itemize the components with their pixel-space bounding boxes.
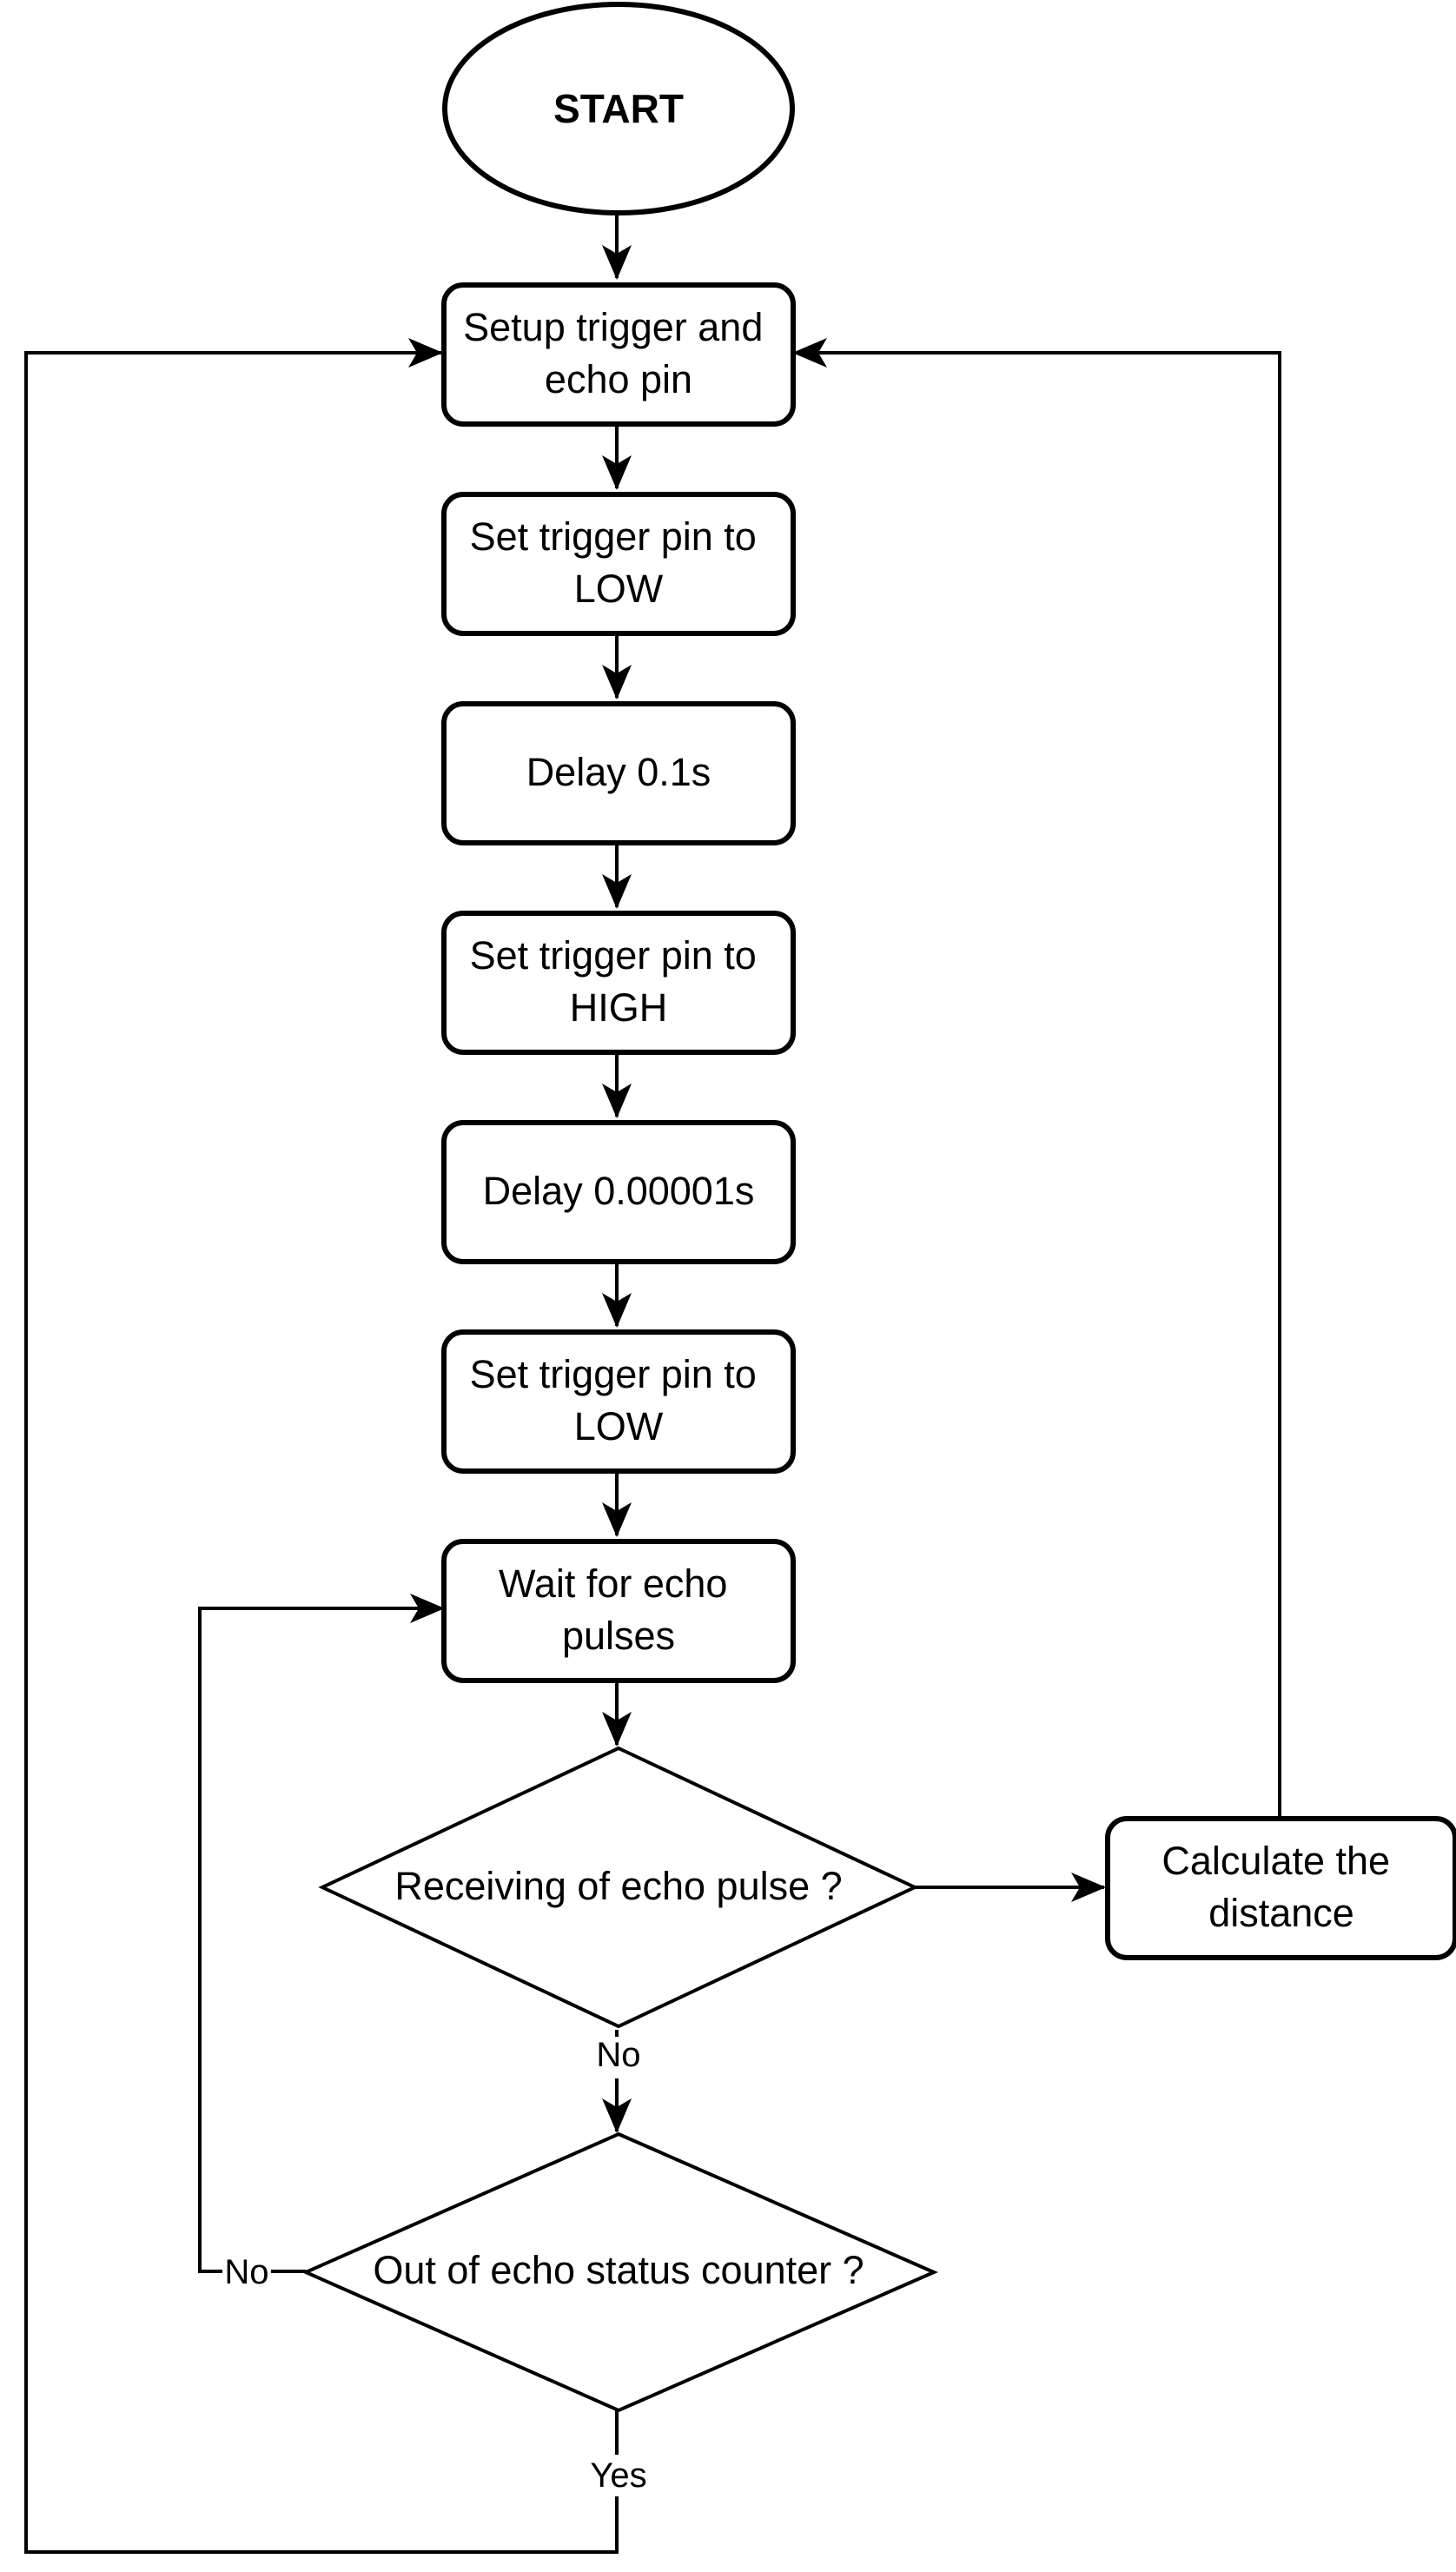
delay-1-label: Delay 0.1s <box>526 750 711 794</box>
trigger-high-box <box>441 911 796 1055</box>
decision-counter-label: Out of echo status counter ? <box>373 2248 864 2292</box>
receiving-no-label: No <box>596 2036 640 2074</box>
delay-2-box <box>441 1120 796 1264</box>
wait-echo-box <box>441 1539 796 1683</box>
edge-counter-yes-to-setup <box>24 338 619 2554</box>
wait-echo-label: Wait for echo pulses <box>499 1561 738 1658</box>
trigger-low-1-label: Set trigger pin to LOW <box>470 514 768 611</box>
start-label: START <box>553 86 684 131</box>
setup-pins-label: Setup trigger and echo pin <box>463 305 774 401</box>
decision-receiving-label: Receiving of echo pulse ? <box>394 1864 842 1908</box>
delay-1-box <box>441 701 796 845</box>
trigger-low-1-box <box>441 492 796 636</box>
trigger-low-2-label: Set trigger pin to LOW <box>470 1352 768 1448</box>
delay-2-label: Delay 0.00001s <box>483 1169 755 1213</box>
decision-receiving-diamond <box>318 1746 919 2029</box>
setup-pins-box <box>441 282 796 427</box>
calculate-distance-box <box>1105 1816 1456 1960</box>
start-terminal <box>442 2 795 215</box>
calculate-distance-label: Calculate the distance <box>1161 1839 1400 1935</box>
edge-counter-no-to-wait <box>198 1594 445 2273</box>
trigger-low-2-box <box>441 1329 796 1474</box>
edge-calculate-to-setup <box>792 338 1281 1817</box>
counter-no-label: No <box>224 2253 268 2291</box>
counter-yes-label: Yes <box>590 2456 646 2495</box>
trigger-high-label: Set trigger pin to HIGH <box>470 933 768 1030</box>
decision-counter-diamond <box>301 2131 938 2413</box>
